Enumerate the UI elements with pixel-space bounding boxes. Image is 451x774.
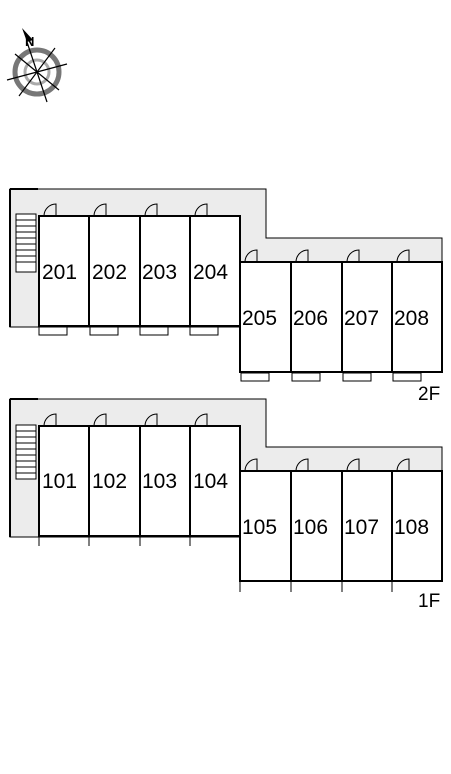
unit-205[interactable]: 205 bbox=[239, 249, 292, 382]
unit-203[interactable]: 203 bbox=[139, 203, 191, 336]
unit-108[interactable]: 108 bbox=[391, 458, 443, 592]
unit-101[interactable]: 101 bbox=[38, 413, 90, 546]
unit-label: 107 bbox=[344, 516, 379, 539]
unit-107[interactable]: 107 bbox=[341, 458, 393, 592]
unit-103[interactable]: 103 bbox=[139, 413, 191, 546]
unit-label: 208 bbox=[394, 307, 429, 330]
unit-201[interactable]: 201 bbox=[38, 203, 90, 336]
unit-label: 204 bbox=[193, 261, 228, 284]
floor-label-2f: 2F bbox=[418, 384, 440, 405]
unit-label: 106 bbox=[293, 516, 328, 539]
unit-label: 202 bbox=[92, 261, 127, 284]
unit-202[interactable]: 202 bbox=[88, 203, 141, 336]
unit-label: 103 bbox=[142, 470, 177, 493]
staircase bbox=[15, 213, 37, 273]
unit-206[interactable]: 206 bbox=[290, 249, 343, 382]
compass-north-label: N bbox=[25, 34, 34, 49]
unit-label: 108 bbox=[394, 516, 429, 539]
unit-207[interactable]: 207 bbox=[341, 249, 393, 382]
floor-1f: 101 102 103 104 105 bbox=[9, 398, 443, 612]
unit-label: 101 bbox=[42, 470, 77, 493]
staircase bbox=[15, 424, 37, 480]
unit-label: 104 bbox=[193, 470, 228, 493]
unit-208[interactable]: 208 bbox=[391, 249, 443, 382]
floor-2f: 201 202 203 204 205 bbox=[9, 188, 443, 405]
unit-label: 203 bbox=[142, 261, 177, 284]
unit-label: 105 bbox=[242, 516, 277, 539]
unit-label: 205 bbox=[242, 307, 277, 330]
unit-106[interactable]: 106 bbox=[290, 458, 343, 592]
unit-label: 201 bbox=[42, 261, 77, 284]
unit-label: 207 bbox=[344, 307, 379, 330]
floor-label-1f: 1F bbox=[418, 591, 440, 612]
unit-104[interactable]: 104 bbox=[189, 413, 241, 546]
unit-label: 206 bbox=[293, 307, 328, 330]
unit-204[interactable]: 204 bbox=[189, 203, 241, 336]
unit-105[interactable]: 105 bbox=[239, 458, 292, 592]
compass: N bbox=[6, 28, 68, 103]
unit-label: 102 bbox=[92, 470, 127, 493]
unit-102[interactable]: 102 bbox=[88, 413, 141, 546]
compass-ring-icon bbox=[12, 47, 62, 97]
